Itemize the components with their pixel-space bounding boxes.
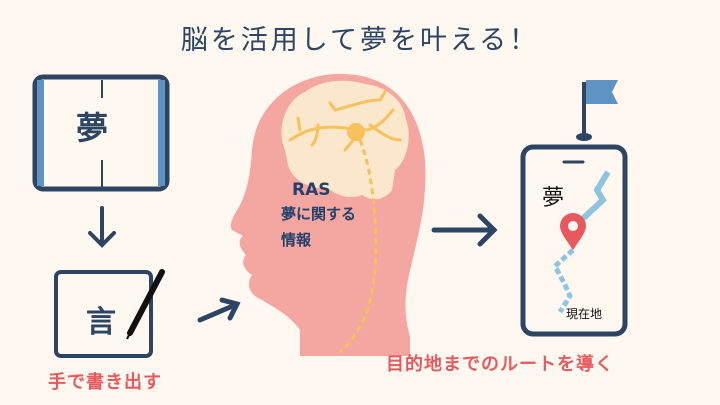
- phone-icon: [520, 144, 628, 337]
- memo-char: 言: [86, 305, 116, 340]
- arrow-right-icon: [431, 213, 498, 247]
- arrow-down-icon: [88, 206, 116, 248]
- notebook-icon: [32, 74, 170, 192]
- head-illustration: [230, 73, 426, 356]
- current-location-label: 現在地: [566, 307, 603, 321]
- dream-info-line2: 情報: [281, 231, 312, 249]
- pen-icon: [126, 269, 165, 340]
- memo-icon: [54, 270, 153, 358]
- ras-label: RAS: [292, 180, 331, 200]
- dream-info-line1: 夢に関する: [281, 205, 357, 223]
- phone-goal-char: 夢: [542, 186, 565, 211]
- notebook-char: 夢: [76, 109, 109, 147]
- flag-icon: [576, 80, 618, 141]
- route-label: 目的地までのルートを導く: [386, 354, 614, 375]
- arrow-up-right-icon: [197, 297, 241, 323]
- page-title: 脳を活用して夢を叶える！: [180, 25, 540, 56]
- write-label: 手で書き出す: [48, 372, 162, 393]
